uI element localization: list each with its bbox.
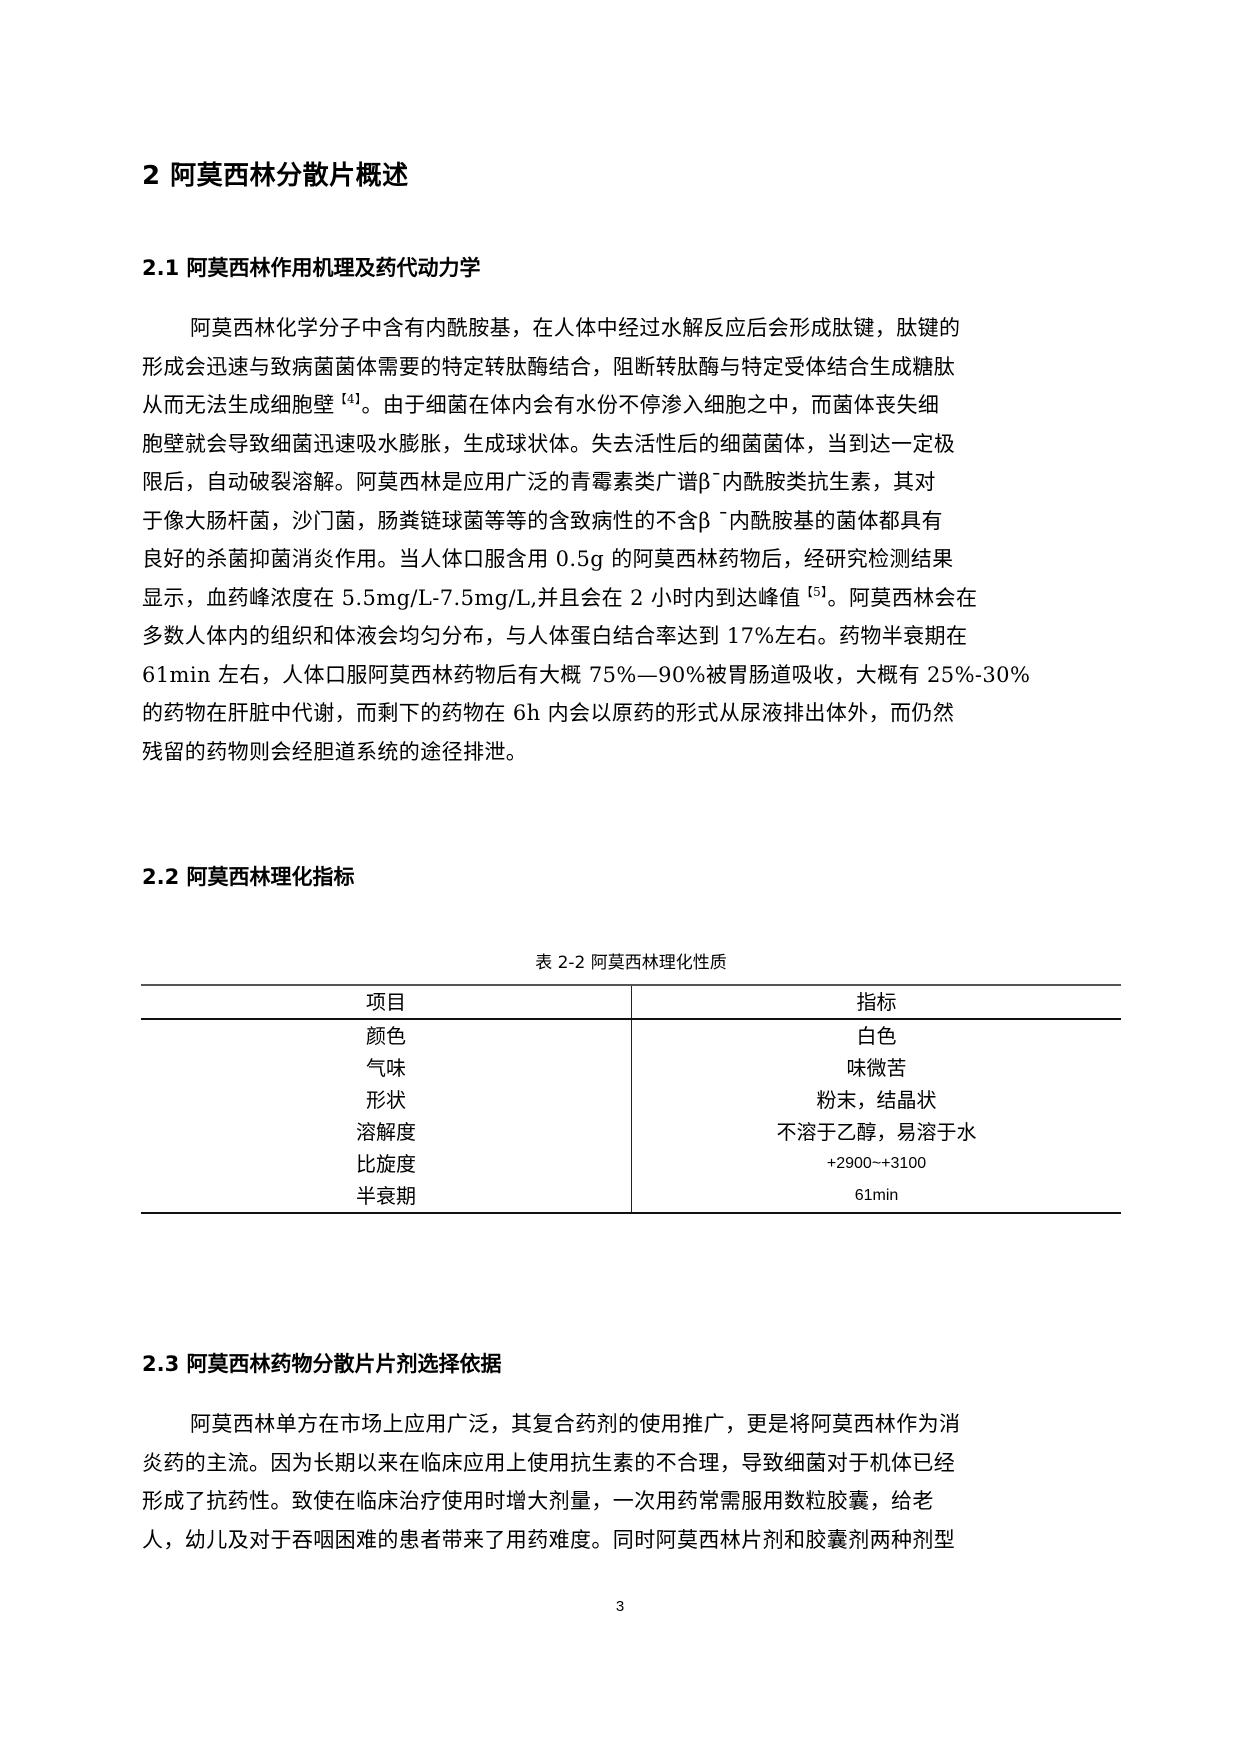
section-heading-2-2: 2.2 阿莫西林理化指标 bbox=[142, 865, 355, 889]
table-cell-item: 比旋度 bbox=[141, 1148, 632, 1180]
paragraph-dosage-form-basis: 阿莫西林单方在市场上应用广泛，其复合药剂的使用推广，更是将阿莫西林作为消 炎药的… bbox=[142, 1405, 1102, 1559]
section-heading-2-1: 2.1 阿莫西林作用机理及药代动力学 bbox=[142, 256, 481, 280]
table-cell-value: +2900~+3100 bbox=[826, 1155, 927, 1172]
table-cell-value: 粉末，结晶状 bbox=[816, 1088, 937, 1112]
page-number: 3 bbox=[615, 1598, 625, 1615]
paragraph-line: 显示，血药峰浓度在 5.5mg/L-7.5mg/L,并且会在 2 小时内到达峰值… bbox=[142, 584, 978, 610]
column-header-indicator: 指标 bbox=[856, 990, 897, 1014]
paragraph-mechanism: 阿莫西林化学分子中含有内酰胺基，在人体中经过水解反应后会形成肽键，肽键的 形成会… bbox=[142, 309, 1102, 771]
paragraph-line: 形成会迅速与致病菌菌体需要的特定转肽酶结合，阻断转肽酶与特定受体结合生成糖肽 bbox=[142, 354, 956, 379]
paragraph-line: 的药物在肝脏中代谢，而剩下的药物在 6h 内会以原药的形式从尿液排出体外，而仍然 bbox=[142, 701, 955, 725]
paragraph-line: 炎药的主流。因为长期以来在临床应用上使用抗生素的不合理，导致细菌对于机体已经 bbox=[142, 1450, 956, 1475]
paragraph-line: 多数人体内的组织和体液会均匀分布，与人体蛋白结合率达到 17%左右。药物半衰期在 bbox=[142, 624, 968, 648]
table-row: 比旋度 +2900~+3100 bbox=[141, 1148, 1121, 1180]
citation-ref-5: 【5】 bbox=[800, 584, 828, 599]
section-heading-2-3: 2.3 阿莫西林药物分散片片剂选择依据 bbox=[142, 1352, 502, 1376]
table-cell-item: 形状 bbox=[141, 1084, 632, 1116]
table-header-row: 项目 指标 bbox=[141, 985, 1121, 1019]
citation-ref-4: 【4】 bbox=[334, 392, 362, 406]
table-cell-item: 颜色 bbox=[141, 1019, 632, 1052]
table-cell-item: 气味 bbox=[141, 1052, 632, 1084]
table-cell-value: 味微苦 bbox=[846, 1056, 907, 1080]
paragraph-line: 于像大肠杆菌，沙门菌，肠粪链球菌等等的含致病性的不含β ¯内酰胺基的菌体都具有 bbox=[142, 508, 943, 533]
properties-table: 项目 指标 颜色 白色 气味 味微苦 形状 粉末，结晶状 溶解度 不溶于乙醇，易… bbox=[141, 984, 1121, 1214]
table-row: 颜色 白色 bbox=[141, 1019, 1121, 1052]
paragraph-line: 形成了抗药性。致使在临床治疗使用时增大剂量，一次用药常需服用数粒胶囊，给老 bbox=[142, 1489, 934, 1513]
table-row: 气味 味微苦 bbox=[141, 1052, 1121, 1084]
table-caption: 表 2-2 阿莫西林理化性质 bbox=[535, 953, 727, 973]
paragraph-line: 61min 左右，人体口服阿莫西林药物后有大概 75%—90%被胃肠道吸收，大概… bbox=[142, 662, 1031, 687]
table-row: 形状 粉末，结晶状 bbox=[141, 1084, 1121, 1116]
column-header-item: 项目 bbox=[141, 985, 632, 1019]
section-heading-2: 2 阿莫西林分散片概述 bbox=[142, 161, 409, 191]
table-cell-value: 白色 bbox=[856, 1024, 897, 1048]
table-row: 溶解度 不溶于乙醇，易溶于水 bbox=[141, 1116, 1121, 1148]
table-cell-value: 61min bbox=[854, 1187, 899, 1204]
paragraph-line: 胞壁就会导致细菌迅速吸水膨胀，生成球状体。失去活性后的细菌菌体，当到达一定极 bbox=[142, 431, 956, 456]
table-cell-value: 不溶于乙醇，易溶于水 bbox=[776, 1120, 977, 1144]
paragraph-line: 限后，自动破裂溶解。阿莫西林是应用广泛的青霉素类广谱β¯内酰胺类抗生素，其对 bbox=[142, 470, 936, 494]
paragraph-line: 阿莫西林化学分子中含有内酰胺基，在人体中经过水解反应后会形成肽键，肽键的 bbox=[190, 316, 961, 340]
table-row: 半衰期 61min bbox=[141, 1180, 1121, 1213]
table-cell-item: 溶解度 bbox=[141, 1116, 632, 1148]
paragraph-line: 良好的杀菌抑菌消炎作用。当人体口服含用 0.5g 的阿莫西林药物后，经研究检测结… bbox=[142, 547, 954, 571]
paragraph-line: 人，幼儿及对于吞咽困难的患者带来了用药难度。同时阿莫西林片剂和胶囊剂两种剂型 bbox=[142, 1527, 956, 1552]
paragraph-line: 残留的药物则会经胆道系统的途径排泄。 bbox=[142, 739, 528, 764]
paragraph-line: 阿莫西林单方在市场上应用广泛，其复合药剂的使用推广，更是将阿莫西林作为消 bbox=[190, 1412, 961, 1436]
table-cell-item: 半衰期 bbox=[141, 1180, 632, 1213]
paragraph-line: 从而无法生成细胞壁【4】。由于细菌在体内会有水份不停渗入细胞之中，而菌体丧失细 bbox=[142, 392, 940, 417]
